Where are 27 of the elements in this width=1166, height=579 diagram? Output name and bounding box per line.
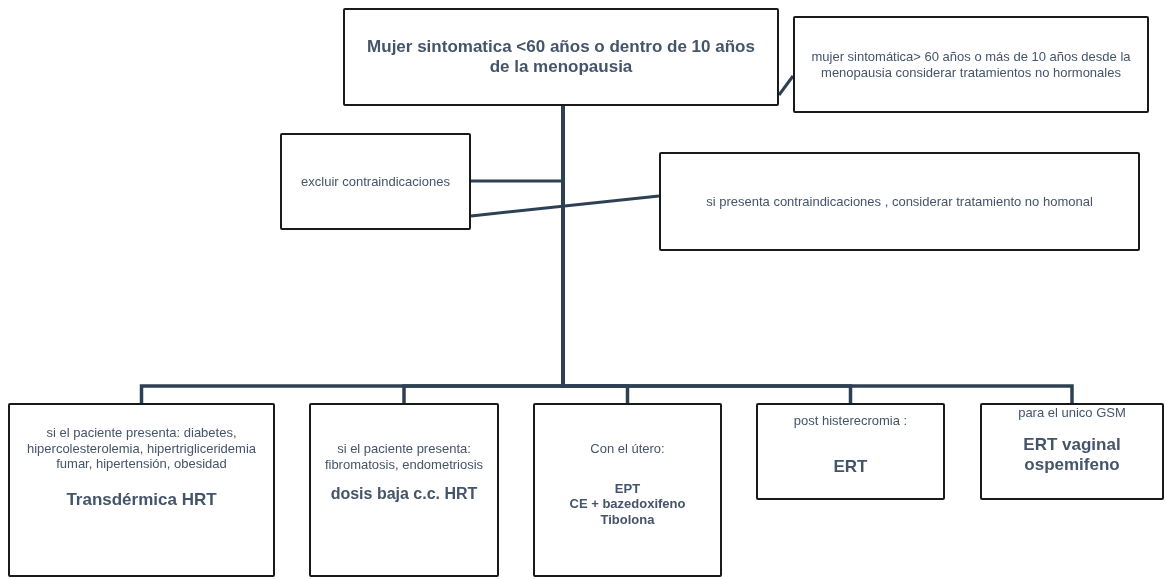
bold-label: ERT vaginal ospemifeno <box>1022 434 1122 476</box>
bold-label: dosis baja c.c. HRT <box>330 484 478 504</box>
box-text: si el paciente presenta: diabetes, hipercolesterolemia, hipertrigliceridemia fumar, hipertensión, obesidad <box>25 425 257 472</box>
text-box <box>280 133 471 230</box>
bold-label: Tibolona <box>600 511 655 528</box>
box-text: si el paciente presenta: fibromatosis, endometriosis <box>323 441 485 473</box>
bold-label: Transdérmica HRT <box>66 489 217 511</box>
box-text: excluir contraindicaciones <box>301 173 450 190</box>
bold-label: ERT <box>833 456 868 477</box>
box-text: si presenta contraindicaciones , considerar tratamiento no homonal <box>706 193 1093 210</box>
text-box <box>659 152 1140 251</box>
box-text: mujer sintomática> 60 años o más de 10 años desde la menopausia considerar tratamientos no hormonales <box>810 48 1132 81</box>
bold-label: Mujer sintomatica <60 años o dentro de 10 años de la menopausia <box>366 36 756 78</box>
text-box <box>343 8 779 106</box>
connector-line <box>777 75 795 96</box>
bold-label: EPT <box>614 480 641 497</box>
box-text: Con el útero: <box>590 441 665 457</box>
text-box <box>756 403 945 500</box>
text-box <box>533 403 722 577</box>
connector-line <box>470 194 660 218</box>
text-box <box>309 403 499 577</box>
box-text: post histerecromia : <box>793 413 908 429</box>
bold-label: CE + bazedoxifeno <box>569 496 686 512</box>
text-box <box>8 403 275 577</box>
text-box <box>793 16 1149 113</box>
box-text: para el unico GSM <box>1018 405 1126 421</box>
text-box <box>980 403 1164 500</box>
